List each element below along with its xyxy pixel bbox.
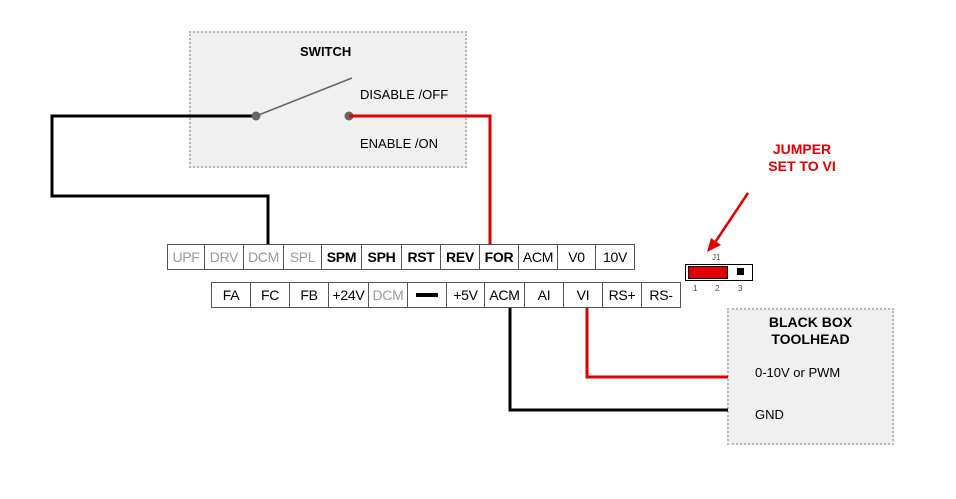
terminal-label: FC (260, 287, 280, 303)
terminal-top-cell: DCM (243, 244, 284, 270)
blank-terminal-bar (416, 293, 438, 297)
wire-acm-gnd (508, 308, 728, 412)
wire-switch-for (349, 114, 492, 244)
terminal-bottom-cell: RS- (641, 282, 681, 308)
terminal-bottom-cell: AI (524, 282, 564, 308)
jumper-shunt (688, 266, 728, 279)
terminal-bottom-cell: +24V (328, 282, 369, 308)
terminal-label: ACM (522, 249, 554, 265)
toolhead-gnd-label: GND (755, 407, 784, 422)
terminal-label: AI (537, 287, 551, 303)
switch-pivot (251, 111, 261, 121)
terminal-top-cell: DRV (204, 244, 244, 270)
callout-arrowhead (707, 238, 721, 252)
terminal-bottom-cell: FC (250, 282, 290, 308)
jumper-pin-label: 1 (693, 284, 698, 293)
terminal-top-cell: UPF (167, 244, 205, 270)
terminal-top-cell: 10V (595, 244, 635, 270)
terminal-label: VI (576, 287, 590, 303)
switch-disable-label: DISABLE /OFF (360, 87, 449, 102)
terminal-bottom-cell: FA (211, 282, 251, 308)
terminal-top-cell: FOR (479, 244, 519, 270)
toolhead-title: BLACK BOX TOOLHEAD (768, 314, 853, 347)
jumper-pin-3 (737, 268, 744, 275)
terminal-bottom-cell: ACM (484, 282, 525, 308)
terminal-label: +5V (453, 287, 478, 303)
terminal-label: REV (446, 249, 474, 265)
terminal-label: FB (300, 287, 318, 303)
terminal-top-cell: V0 (557, 244, 596, 270)
terminal-label: RST (407, 249, 435, 265)
switch-title: SWITCH (300, 44, 352, 59)
terminal-top-cell: RST (401, 244, 441, 270)
jumper-callout: JUMPER SET TO VI (768, 141, 836, 174)
jumper-pin-label: 3 (738, 284, 743, 293)
wire-switch-common-dcm (50, 114, 270, 244)
terminal-label: SPH (367, 249, 396, 265)
jumper-name: J1 (712, 253, 721, 262)
jumper-pin-label: 2 (715, 284, 720, 293)
terminal-label: SPL (289, 249, 316, 265)
terminal-top-cell: ACM (518, 244, 558, 270)
callout-arrow-line (712, 192, 750, 245)
terminal-label: RS+ (608, 287, 636, 303)
switch-enable-label: ENABLE /ON (360, 136, 439, 151)
terminal-label: FOR (484, 249, 514, 265)
terminal-label: FA (222, 287, 240, 303)
terminal-label: DCM (248, 249, 279, 265)
terminal-top-cell: REV (440, 244, 480, 270)
terminal-top-cell: SPH (361, 244, 402, 270)
terminal-label: RS- (649, 287, 673, 303)
terminal-bottom-cell: DCM (368, 282, 408, 308)
terminal-label: SPM (326, 249, 357, 265)
terminal-bottom-cell: +5V (446, 282, 485, 308)
terminal-label: DRV (209, 249, 239, 265)
terminal-top-cell: SPL (283, 244, 322, 270)
terminal-label: V0 (568, 249, 585, 265)
wire-vi-signal (585, 308, 728, 379)
terminal-label: +24V (332, 287, 365, 303)
terminal-label: 10V (602, 249, 627, 265)
terminal-bottom-cell: RS+ (602, 282, 642, 308)
terminal-bottom-cell: VI (563, 282, 603, 308)
terminal-label: ACM (489, 287, 520, 303)
toolhead-signal-label: 0-10V or PWM (755, 365, 841, 380)
terminal-label: DCM (372, 287, 404, 303)
terminal-label: UPF (172, 249, 200, 265)
switch-box (189, 31, 467, 168)
terminal-bottom-cell-blank (407, 282, 447, 308)
switch-lever (255, 77, 353, 117)
